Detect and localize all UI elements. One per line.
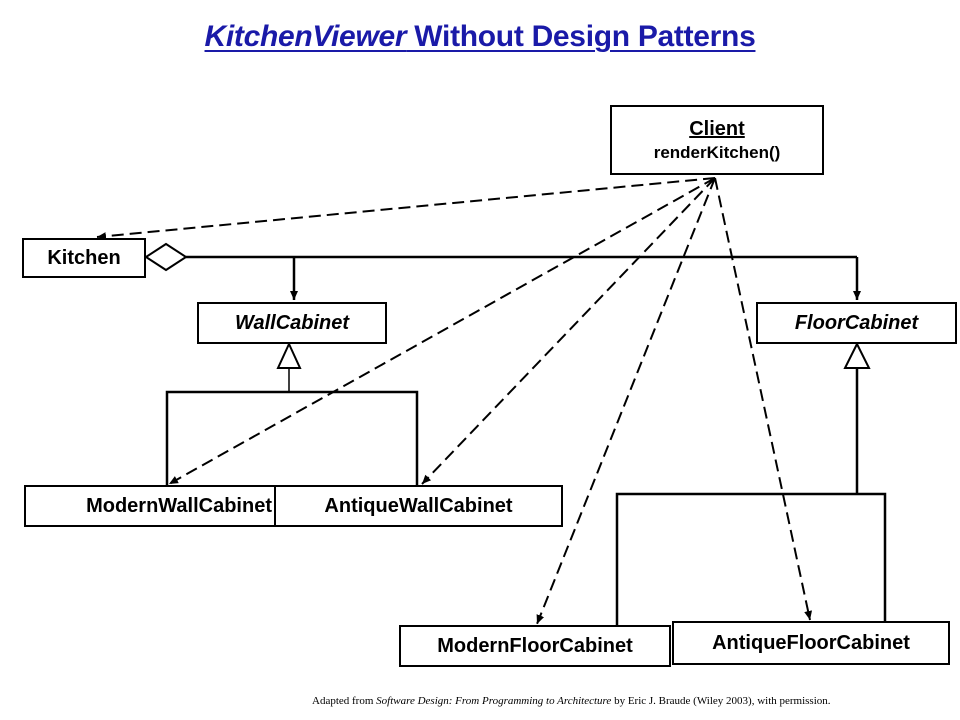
class-modernfloorcabinet: ModernFloorCabinet [399,625,671,667]
class-floorcabinet: FloorCabinet [756,302,957,344]
dependency-client-antiquewallcabinet [421,177,716,485]
class-client-name: Client [689,117,745,140]
class-kitchen-name: Kitchen [47,246,121,269]
class-modernwallcabinet-name: ModernWallCabinet [86,494,272,517]
class-antiquewallcabinet: AntiqueWallCabinet [274,485,563,527]
class-modernfloorcabinet-name: ModernFloorCabinet [437,634,633,657]
class-kitchen: Kitchen [22,238,146,278]
wallcabinet-generalization-triangle [276,341,302,369]
class-floorcabinet-name: FloorCabinet [794,311,919,334]
dependency-client-antiquefloorcabinet [714,177,813,621]
dependency-client-modernwallcabinet [168,177,716,485]
class-client-operation: renderKitchen() [653,142,781,162]
class-client: Client renderKitchen() [610,105,824,175]
class-antiquefloorcabinet: AntiqueFloorCabinet [672,621,950,665]
credit-prefix: Adapted from [312,695,377,707]
dependency-client-modernfloorcabinet [536,177,716,625]
wallcabinet-inheritance-branches [165,390,419,485]
class-antiquefloorcabinet-name: AntiqueFloorCabinet [712,631,910,654]
credit-suffix: by Eric J. Braude (Wiley 2003), with per… [611,695,831,707]
title-italic-part: KitchenViewer [204,20,407,53]
diagram-title: KitchenViewer Without Design Patterns [0,20,960,54]
class-wallcabinet-name: WallCabinet [234,311,350,334]
floorcabinet-inheritance-branches [615,492,887,625]
class-wallcabinet: WallCabinet [197,302,387,344]
aggregation-diamond [144,242,188,272]
class-modernwallcabinet: ModernWallCabinet [24,485,276,527]
credit-book-title: Software Design: From Programming to Arc… [376,695,612,707]
title-rest: Without Design Patterns [406,20,756,53]
dependency-client-kitchen [96,177,716,241]
class-antiquewallcabinet-name: AntiqueWallCabinet [324,494,513,517]
credit-note: Adapted from Software Design: From Progr… [312,695,831,707]
floorcabinet-generalization-triangle [843,341,871,369]
